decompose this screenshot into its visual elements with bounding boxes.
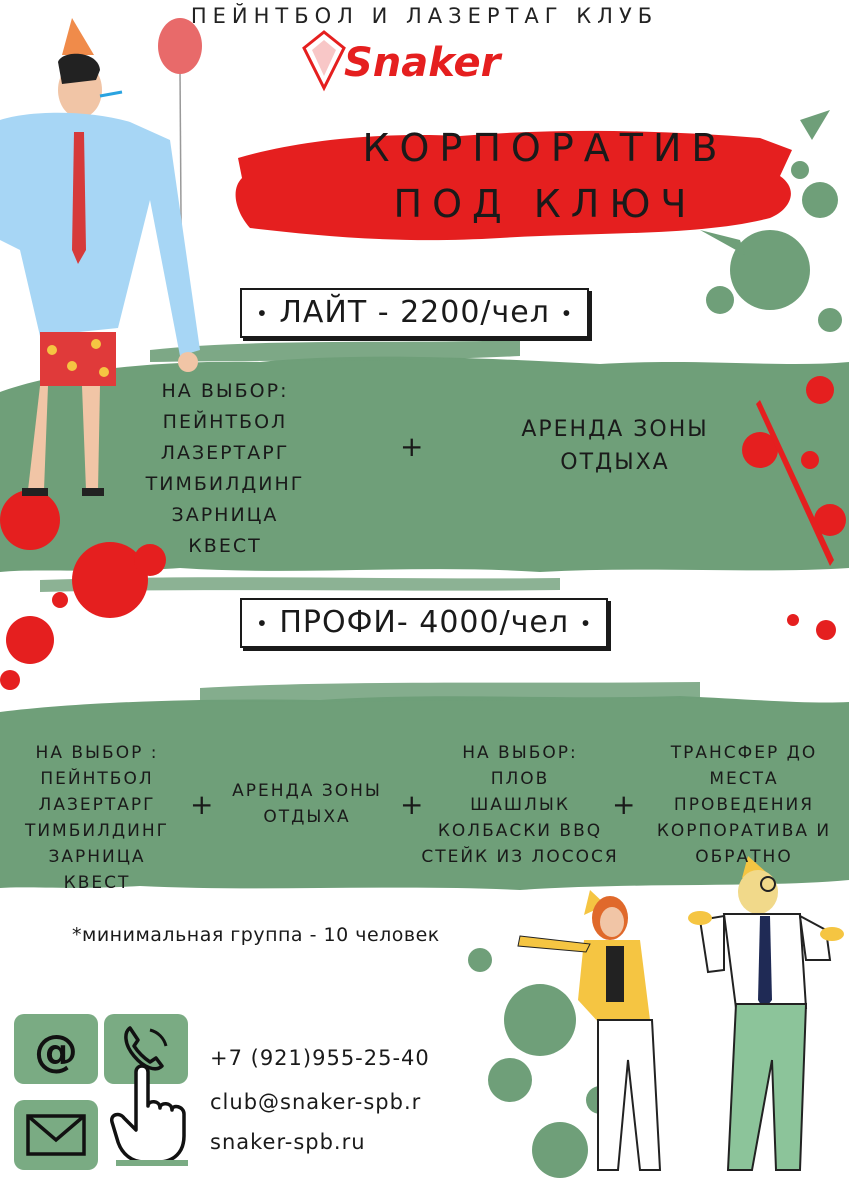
envelope-icon (26, 1114, 86, 1156)
club-name: ПЕЙНТБОЛ И ЛАЗЕРТАГ КЛУБ (190, 4, 659, 28)
bullet-icon: • (256, 611, 269, 636)
lite-price: ЛАЙТ - 2200/чел (279, 295, 550, 330)
list-item: ЗАРНИЦА (48, 847, 146, 867)
green-stripe-lite (0, 340, 849, 592)
at-sign-tile[interactable]: @ (14, 1014, 98, 1084)
minimum-group-note: *минимальная группа - 10 человек (72, 924, 440, 946)
list-item: КВЕСТ (188, 535, 262, 557)
man-right-illustration (688, 856, 844, 1171)
list-item: ПЛОВ (490, 769, 550, 789)
plus-icon: + (612, 788, 636, 821)
profi-col-food: НА ВЫБОР: ПЛОВ ШАШЛЫК КОЛБАСКИ BBQ СТЕЙК… (420, 740, 620, 870)
bullet-icon: • (256, 301, 269, 326)
woman-illustration (517, 890, 662, 1171)
plus-icon: + (190, 788, 214, 821)
red-banner (235, 130, 793, 241)
list-item: ТИМБИЛДИНГ (145, 473, 305, 495)
list-item: ПЕЙНТБОЛ (162, 411, 288, 433)
profi-col3-title: НА ВЫБОР: (462, 743, 578, 763)
bullet-icon: • (560, 301, 574, 326)
plus-icon: + (400, 430, 424, 463)
banner-line-1: КОРПОРАТИВ (362, 126, 728, 170)
pointing-hand-icon (110, 1064, 188, 1166)
profi-col-transfer: ТРАНСФЕР ДО МЕСТА ПРОВЕДЕНИЯ КОРПОРАТИВА… (656, 743, 832, 867)
list-item: КОЛБАСКИ BBQ (437, 821, 603, 841)
brand-name: Snaker (344, 40, 501, 86)
lite-price-box: • ЛАЙТ - 2200/чел • (240, 288, 590, 338)
green-stripe-profi (0, 682, 849, 890)
brand-logo (302, 30, 346, 92)
plus-icon: + (400, 788, 424, 821)
profi-price-box: • ПРОФИ- 4000/чел • (240, 598, 609, 648)
bullet-icon: • (579, 611, 593, 636)
email-address[interactable]: club@snaker-spb.r (210, 1090, 422, 1114)
list-item: ЛАЗЕРТАРГ (160, 442, 290, 464)
banner-title: КОРПОРАТИВ ПОД КЛЮЧ (250, 120, 840, 232)
mail-tile[interactable] (14, 1100, 98, 1170)
man-illustration (0, 18, 200, 496)
profi-col-activities: НА ВЫБОР : ПЕЙНТБОЛ ЛАЗЕРТАРГ ТИМБИЛДИНГ… (12, 740, 182, 896)
lite-extra: АРЕНДА ЗОНЫ ОТДЫХА (521, 417, 709, 475)
list-item: ТИМБИЛДИНГ (24, 821, 170, 841)
profi-price: ПРОФИ- 4000/чел (279, 605, 570, 640)
red-splats (0, 376, 846, 690)
list-item: ПЕЙНТБОЛ (40, 769, 154, 789)
banner-line-2: ПОД КЛЮЧ (393, 182, 697, 226)
phone-number[interactable]: +7 (921)955-25-40 (210, 1046, 430, 1070)
list-item: ШАШЛЫК (470, 795, 570, 815)
lite-options-title: НА ВЫБОР: (161, 380, 289, 402)
svg-text:@: @ (34, 1026, 78, 1077)
profi-col1-title: НА ВЫБОР : (35, 743, 159, 763)
profi-col-zone: АРЕНДА ЗОНЫ ОТДЫХА (232, 781, 382, 827)
at-sign-icon: @ (34, 1026, 78, 1077)
phone-icon (124, 1026, 168, 1071)
lite-options: НА ВЫБОР: ПЕЙНТБОЛ ЛАЗЕРТАРГ ТИМБИЛДИНГ … (120, 376, 330, 562)
list-item: КВЕСТ (63, 873, 131, 893)
green-splats (468, 110, 842, 1178)
list-item: ЛАЗЕРТАРГ (38, 795, 156, 815)
list-item: СТЕЙК ИЗ ЛОСОСЯ (421, 847, 619, 867)
website-link[interactable]: snaker-spb.ru (210, 1130, 366, 1154)
list-item: ЗАРНИЦА (171, 504, 279, 526)
